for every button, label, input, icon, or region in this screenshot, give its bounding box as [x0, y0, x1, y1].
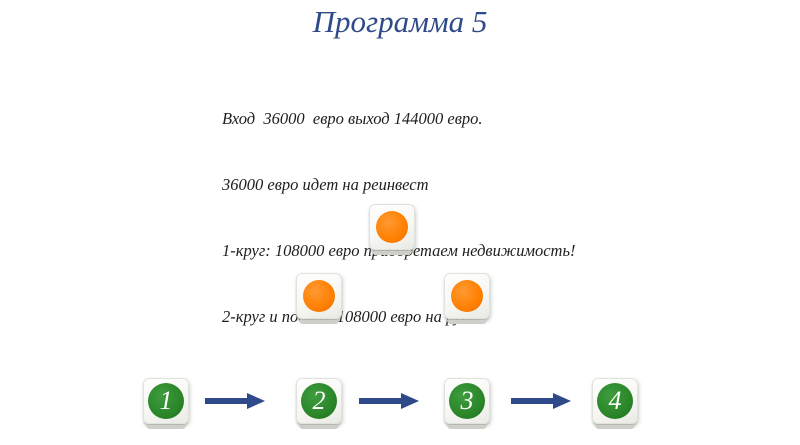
orange-circle-icon [303, 280, 335, 312]
step-number: 3 [449, 383, 485, 419]
step-number: 4 [597, 383, 633, 419]
orange-circle-icon [451, 280, 483, 312]
orange-dot-tile-left [296, 273, 342, 324]
orange-circle-icon [376, 211, 408, 243]
step-tile-2: 2 [296, 378, 342, 429]
slide-title: Программа 5 [312, 4, 488, 39]
step-tile-1: 1 [143, 378, 189, 429]
arrow-right-icon [359, 393, 419, 409]
arrow-right-icon [511, 393, 571, 409]
description-line: 36000 евро идет на реинвест [222, 175, 429, 194]
description-line: 1-круг: 108000 евро приобретаем недвижим… [222, 241, 576, 260]
step-number: 1 [148, 383, 184, 419]
step-tile-4: 4 [592, 378, 638, 429]
description-line: 2-круг и послед. 108000 евро на руки. [222, 307, 482, 326]
description-line: Вход 36000 евро выход 144000 евро. [222, 109, 483, 128]
orange-dot-tile-right [444, 273, 490, 324]
orange-dot-tile-top [369, 204, 415, 255]
step-tile-3: 3 [444, 378, 490, 429]
arrow-right-icon [205, 393, 265, 409]
step-number: 2 [301, 383, 337, 419]
